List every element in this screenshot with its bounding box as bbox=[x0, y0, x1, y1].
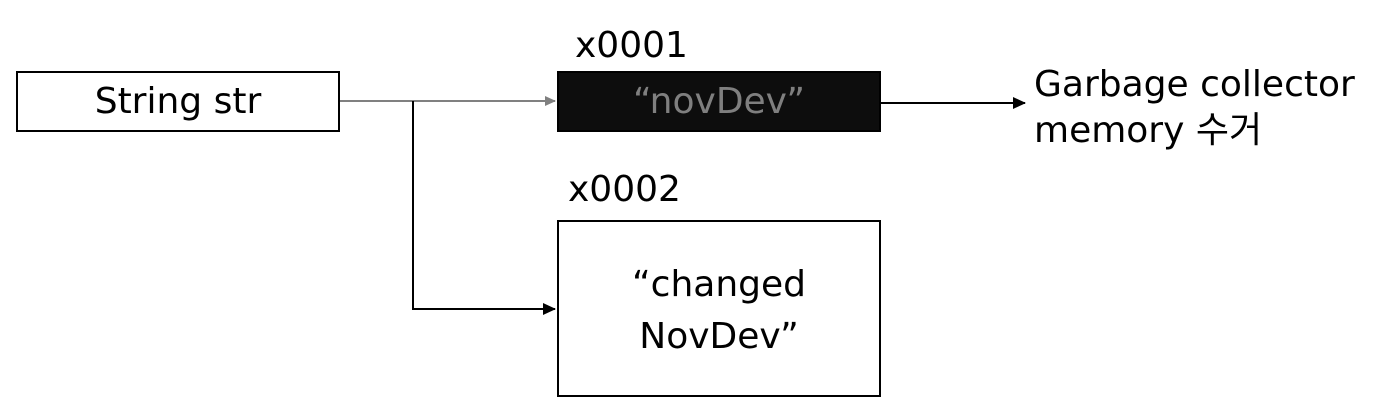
variable-box: String str bbox=[16, 71, 340, 132]
gc-note-line2: memory 수거 bbox=[1034, 110, 1263, 151]
new-object-box: “changed NovDev” bbox=[557, 220, 881, 397]
new-reference-arrow bbox=[412, 101, 556, 315]
old-object-value: “novDev” bbox=[632, 81, 806, 122]
gc-note-line1: Garbage collector bbox=[1034, 64, 1355, 105]
garbage-collector-note: Garbage collector memory 수거 bbox=[1034, 62, 1355, 154]
new-object-value-line2: NovDev” bbox=[639, 315, 799, 357]
old-object-address: x0001 bbox=[575, 25, 688, 66]
variable-label: String str bbox=[94, 81, 262, 122]
new-object-address: x0002 bbox=[568, 169, 681, 210]
new-object-value-line1: “changed bbox=[632, 263, 806, 305]
old-object-box: “novDev” bbox=[557, 71, 881, 132]
